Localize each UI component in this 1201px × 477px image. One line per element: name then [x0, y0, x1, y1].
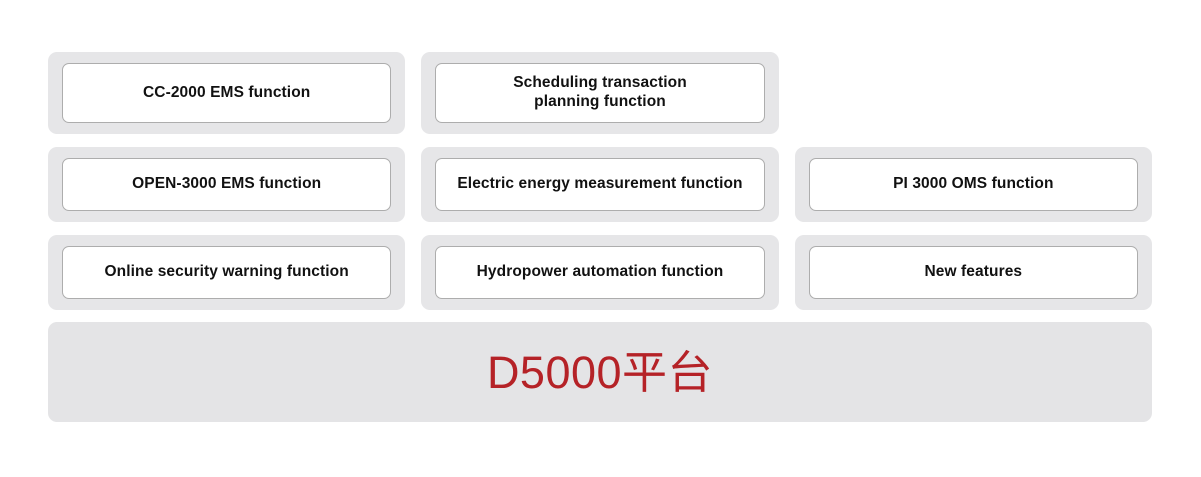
function-card-label: PI 3000 OMS function	[893, 175, 1054, 193]
platform-title: D5000平台	[486, 346, 714, 398]
function-card-label: Hydropower automation function	[476, 263, 724, 281]
function-row-1: CC-2000 EMS function Scheduling transact…	[48, 52, 1152, 134]
grid-cell: New features	[794, 235, 1152, 310]
grid-cell: OPEN-3000 EMS function	[48, 147, 406, 222]
function-panel-cc2000[interactable]: CC-2000 EMS function	[48, 52, 406, 134]
function-panel-electric-energy-measurement[interactable]: Electric energy measurement function	[421, 147, 779, 222]
function-panel-scheduling-transaction-planning[interactable]: Scheduling transaction planning function	[421, 52, 779, 134]
function-card-open3000[interactable]: OPEN-3000 EMS function	[62, 158, 392, 211]
function-card-label: Online security warning function	[104, 263, 349, 281]
grid-cell: Electric energy measurement function	[421, 147, 779, 222]
grid-cell: Hydropower automation function	[421, 235, 779, 310]
function-card-label: Electric energy measurement function	[457, 175, 743, 193]
function-grid: CC-2000 EMS function Scheduling transact…	[48, 52, 1152, 310]
function-card-pi3000-oms[interactable]: PI 3000 OMS function	[808, 158, 1138, 211]
function-card-hydropower-automation[interactable]: Hydropower automation function	[435, 246, 765, 299]
function-panel-open3000[interactable]: OPEN-3000 EMS function	[48, 147, 406, 222]
function-card-new-features[interactable]: New features	[808, 246, 1138, 299]
function-card-label: CC-2000 EMS function	[142, 83, 311, 101]
function-panel-new-features[interactable]: New features	[794, 235, 1152, 310]
function-row-2: OPEN-3000 EMS function Electric energy m…	[48, 147, 1152, 222]
function-panel-online-security-warning[interactable]: Online security warning function	[48, 235, 406, 310]
function-row-3: Online security warning function Hydropo…	[48, 235, 1152, 310]
function-card-cc2000[interactable]: CC-2000 EMS function	[62, 63, 392, 123]
grid-cell: Online security warning function	[48, 235, 406, 310]
grid-cell: Scheduling transaction planning function	[421, 52, 779, 134]
grid-cell	[795, 52, 1152, 134]
function-panel-empty	[795, 52, 1152, 134]
function-card-online-security-warning[interactable]: Online security warning function	[62, 246, 392, 299]
function-card-label: New features	[924, 263, 1023, 281]
function-card-label: OPEN-3000 EMS function	[132, 175, 322, 193]
function-panel-pi3000-oms[interactable]: PI 3000 OMS function	[794, 147, 1152, 222]
grid-cell: CC-2000 EMS function	[48, 52, 406, 134]
function-card-label: Scheduling transaction planning function	[513, 74, 687, 110]
platform-base-bar[interactable]: D5000平台	[48, 322, 1152, 422]
function-card-electric-energy-measurement[interactable]: Electric energy measurement function	[435, 158, 765, 211]
function-panel-hydropower-automation[interactable]: Hydropower automation function	[421, 235, 779, 310]
grid-cell: PI 3000 OMS function	[794, 147, 1152, 222]
function-card-scheduling-transaction-planning[interactable]: Scheduling transaction planning function	[435, 63, 765, 123]
